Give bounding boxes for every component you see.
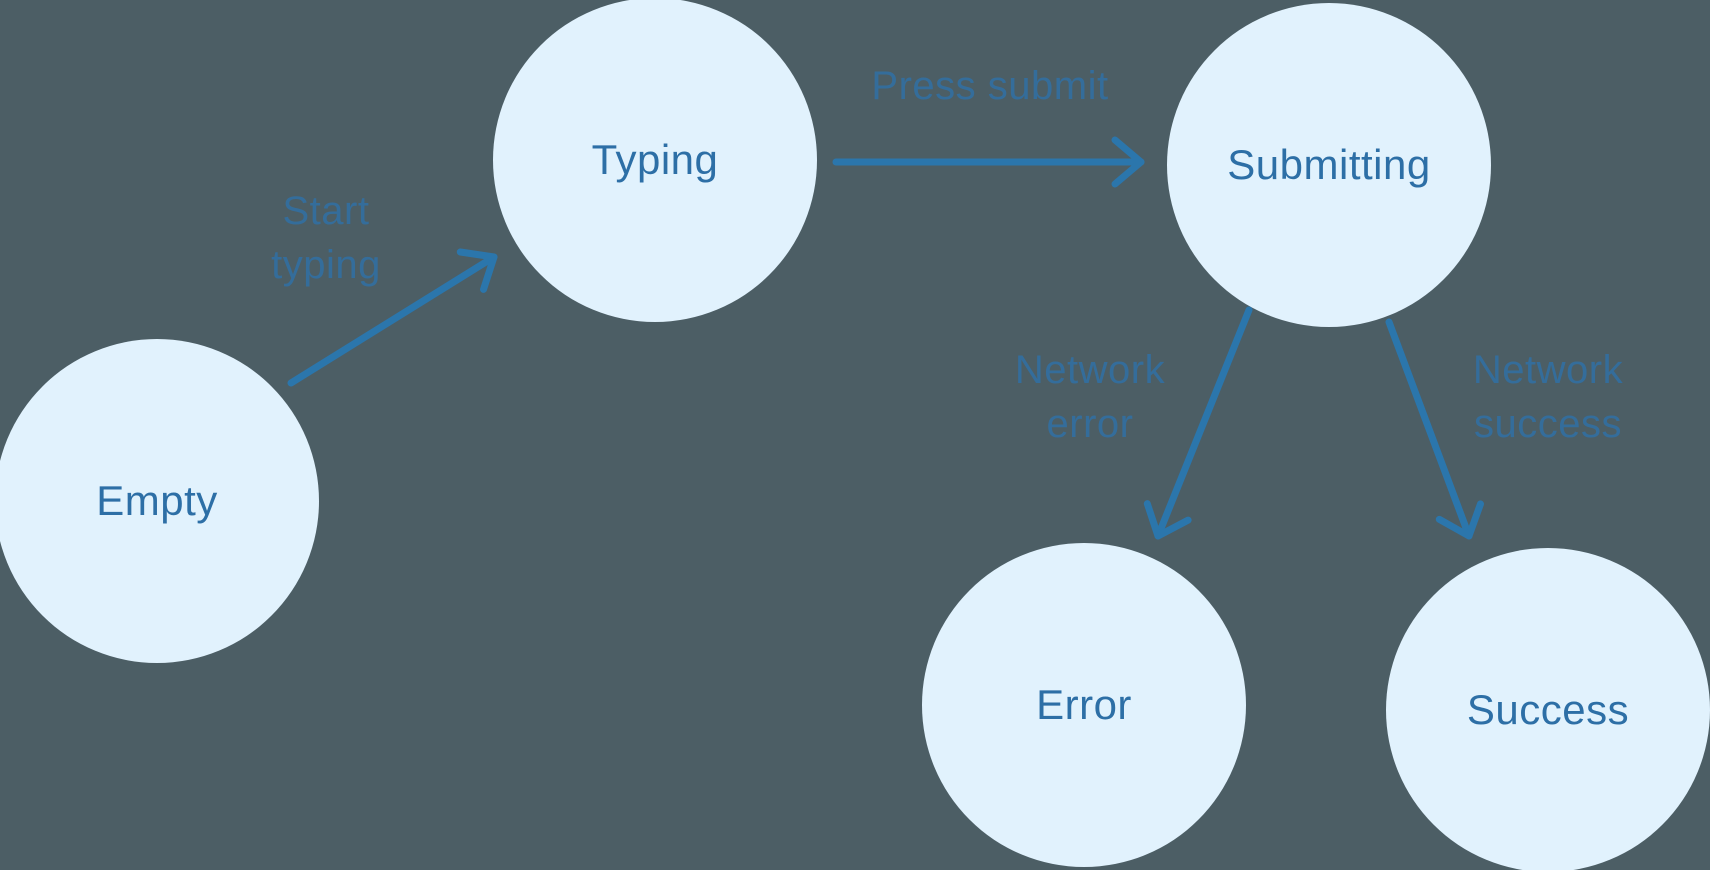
state-node-submitting[interactable]: Submitting <box>1167 3 1491 327</box>
state-node-success[interactable]: Success <box>1386 548 1710 870</box>
edge-submitting-to-error <box>1143 306 1253 540</box>
state-node-typing-label: Typing <box>591 136 719 183</box>
state-node-empty[interactable]: Empty <box>0 339 319 663</box>
state-node-submitting-label: Submitting <box>1227 141 1431 188</box>
state-node-empty-label: Empty <box>96 477 218 524</box>
edge-empty-to-typing <box>287 248 498 387</box>
edge-label-start-typing: Start typing <box>271 189 381 287</box>
edge-label-network-error: Network error <box>1014 348 1166 446</box>
edge-submitting-to-success <box>1385 318 1485 540</box>
state-node-error[interactable]: Error <box>922 543 1246 867</box>
state-node-error-label: Error <box>1036 681 1132 728</box>
edge-label-network-success: Network success <box>1472 348 1624 446</box>
state-node-success-label: Success <box>1466 686 1630 733</box>
edge-label-press-submit: Press submit <box>871 64 1109 108</box>
state-node-typing[interactable]: Typing <box>493 0 817 322</box>
